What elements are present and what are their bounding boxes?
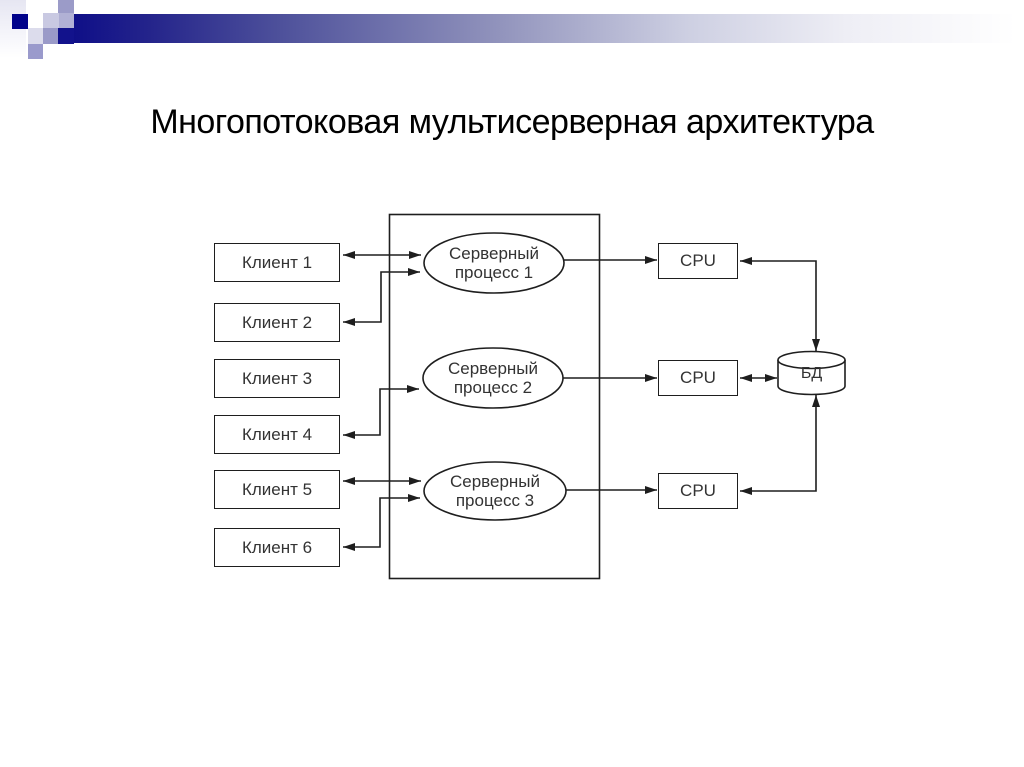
server-process-line1: Серверный (449, 472, 541, 491)
cpu-box-2: CPU (658, 360, 738, 396)
server-process-line2: процесс 3 (455, 491, 535, 510)
database-label: БД (800, 365, 823, 382)
client-box-3: Клиент 3 (214, 359, 340, 398)
connector-cpu1-database (740, 257, 820, 351)
server-process-line1: Серверный (447, 359, 539, 378)
decor-square (58, 0, 74, 13)
server-process-label-1: Серверный процесс 1 (424, 244, 564, 282)
cpu-box-3: CPU (658, 473, 738, 509)
decor-square (43, 28, 59, 44)
database-cylinder-top (777, 350, 846, 370)
database-cylinder-body (777, 360, 846, 396)
client-label: Клиент 6 (241, 537, 313, 557)
client-box-1: Клиент 1 (214, 243, 340, 282)
client-label: Клиент 4 (241, 424, 313, 444)
decor-gradient-bar (74, 14, 1016, 43)
client-label: Клиент 2 (241, 312, 313, 332)
connector-cpu3-database (740, 395, 820, 495)
server-process-line2: процесс 1 (454, 263, 534, 282)
connector-process2-client4 (343, 385, 419, 439)
client-label: Клиент 3 (241, 368, 313, 388)
cpu-label: CPU (680, 368, 716, 387)
server-process-ellipse-3 (423, 461, 567, 521)
server-process-line2: процесс 2 (453, 378, 533, 397)
server-process-label-3: Серверный процесс 3 (425, 472, 565, 510)
decor-square (28, 28, 43, 44)
slide-title: Многопотоковая мультисерверная архитекту… (150, 103, 874, 141)
cpu-label: CPU (680, 251, 716, 270)
server-process-line1: Серверный (448, 244, 540, 263)
decor-square (28, 44, 43, 59)
decor-left-gradient-strip (0, 0, 26, 58)
connector-process1-client2 (343, 268, 420, 326)
decor-square (12, 14, 28, 29)
client-box-4: Клиент 4 (214, 415, 340, 454)
server-process-label-2: Серверный процесс 2 (423, 359, 563, 397)
connector-process3-client6 (343, 494, 420, 551)
cpu-label: CPU (680, 481, 716, 500)
client-box-5: Клиент 5 (214, 470, 340, 509)
cpu-box-1: CPU (658, 243, 738, 279)
client-box-2: Клиент 2 (214, 303, 340, 342)
decor-square (43, 13, 59, 29)
server-process-ellipse-2 (422, 347, 564, 409)
client-label: Клиент 5 (241, 479, 313, 499)
decor-square (59, 13, 74, 29)
client-box-6: Клиент 6 (214, 528, 340, 567)
server-process-ellipse-1 (423, 232, 565, 294)
decor-square (58, 28, 74, 44)
client-label: Клиент 1 (241, 252, 313, 272)
